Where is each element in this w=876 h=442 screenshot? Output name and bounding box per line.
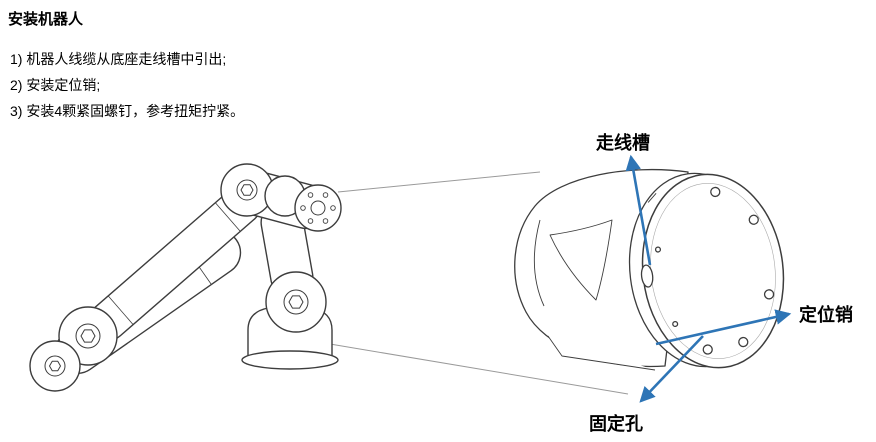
cable-slot-arrow — [625, 154, 652, 266]
robot-arm-drawing — [29, 163, 342, 392]
label-cable-slot: 走线槽 — [596, 133, 650, 153]
fixing-hole-arrow — [639, 335, 704, 403]
callout-arrows — [625, 154, 792, 403]
label-positioning-pin: 定位销 — [799, 305, 853, 325]
page-title: 安装机器人 — [8, 11, 84, 28]
positioning-pin-arrow — [655, 309, 792, 346]
label-fixing-hole: 固定孔 — [589, 414, 643, 434]
step-item-3: 3) 安装4颗紧固螺钉，参考扭矩拧紧。 — [10, 103, 245, 119]
base-detail-drawing — [514, 168, 785, 371]
robot-illustration — [29, 154, 792, 403]
install-steps: 1) 机器人线缆从底座走线槽中引出; 2) 安装定位销; 3) 安装4颗紧固螺钉… — [10, 46, 244, 124]
zoom-guide-lines — [329, 171, 629, 395]
step-item-1: 1) 机器人线缆从底座走线槽中引出; — [10, 51, 227, 67]
step-item-2: 2) 安装定位销; — [10, 77, 101, 93]
